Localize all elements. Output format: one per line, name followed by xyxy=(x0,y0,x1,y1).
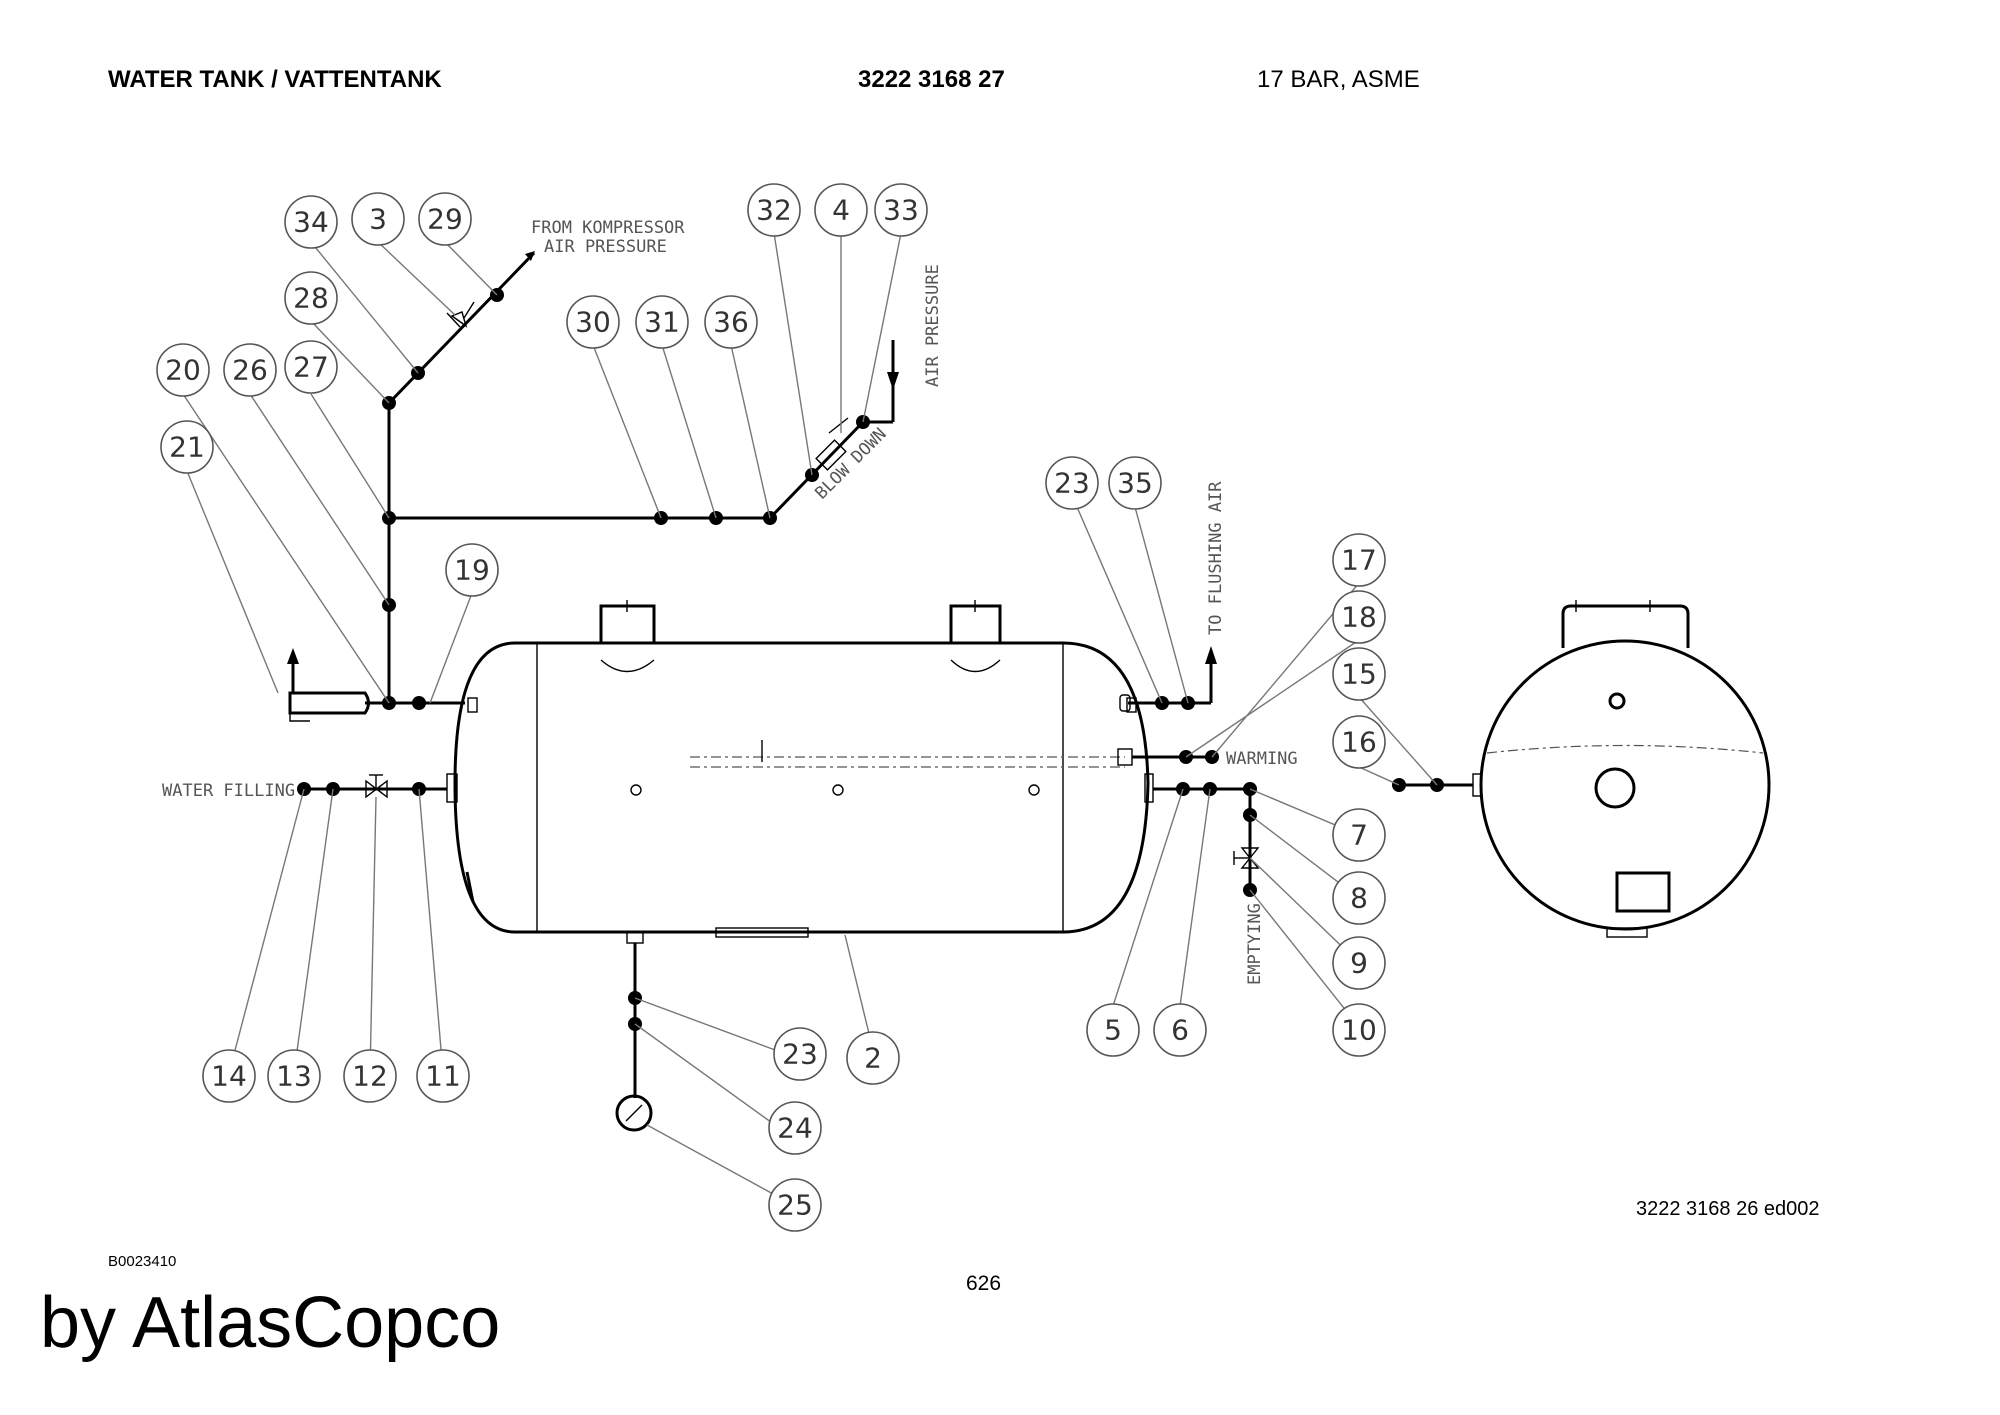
callout-17: 17 xyxy=(1332,533,1386,587)
svg-text:16: 16 xyxy=(1341,726,1377,759)
callout-6: 6 xyxy=(1153,1003,1207,1057)
svg-text:26: 26 xyxy=(232,354,268,387)
label-emptying: EMPTYING xyxy=(1245,903,1265,985)
callout-20: 20 xyxy=(156,343,210,397)
callout-7: 7 xyxy=(1332,808,1386,862)
callout-10: 10 xyxy=(1332,1003,1386,1057)
piping xyxy=(287,251,1473,1132)
svg-text:25: 25 xyxy=(777,1189,813,1222)
callout-19: 19 xyxy=(445,543,499,597)
svg-text:7: 7 xyxy=(1350,819,1368,852)
callout-30: 30 xyxy=(566,295,620,349)
svg-text:20: 20 xyxy=(165,354,201,387)
svg-text:29: 29 xyxy=(427,203,463,236)
svg-text:6: 6 xyxy=(1171,1014,1189,1047)
svg-text:28: 28 xyxy=(293,282,329,315)
callout-11: 11 xyxy=(416,1049,470,1103)
svg-text:5: 5 xyxy=(1104,1014,1122,1047)
svg-text:2: 2 xyxy=(864,1042,882,1075)
callout-12: 12 xyxy=(343,1049,397,1103)
svg-text:27: 27 xyxy=(293,351,329,384)
callout-31: 31 xyxy=(635,295,689,349)
callout-2: 2 xyxy=(846,1031,900,1085)
svg-text:32: 32 xyxy=(756,194,792,227)
svg-text:18: 18 xyxy=(1341,601,1377,634)
callout-25: 25 xyxy=(768,1178,822,1232)
callout-29: 29 xyxy=(418,192,472,246)
label-from-compressor: FROM KOMPRESSOR xyxy=(531,218,685,238)
svg-text:12: 12 xyxy=(352,1060,388,1093)
callout-32: 32 xyxy=(747,183,801,237)
label-air-pressure: AIR PRESSURE xyxy=(923,264,943,387)
svg-text:11: 11 xyxy=(425,1060,461,1093)
page-number: 626 xyxy=(966,1272,1002,1295)
callout-15: 15 xyxy=(1332,647,1386,701)
callout-23-top: 23 xyxy=(1045,456,1099,510)
junction-dots xyxy=(297,288,1444,1031)
label-to-flushing-air: TO FLUSHING AIR xyxy=(1206,481,1226,635)
callout-36: 36 xyxy=(704,295,758,349)
svg-text:23: 23 xyxy=(1054,467,1090,500)
main-tank xyxy=(446,600,1154,944)
svg-text:33: 33 xyxy=(883,194,919,227)
part-number: 3222 3168 27 xyxy=(858,66,1005,93)
drawing-number: B0023410 xyxy=(108,1253,177,1270)
label-warming: WARMING xyxy=(1226,749,1298,769)
callout-34: 34 xyxy=(284,195,338,249)
pressure-spec: 17 BAR, ASME xyxy=(1257,66,1420,93)
callout-4: 4 xyxy=(814,183,868,237)
svg-text:31: 31 xyxy=(644,306,680,339)
svg-text:10: 10 xyxy=(1341,1014,1377,1047)
callout-14: 14 xyxy=(202,1049,256,1103)
svg-text:9: 9 xyxy=(1350,947,1368,980)
document-reference: 3222 3168 26 ed002 xyxy=(1636,1198,1820,1220)
tank-end-view xyxy=(1472,600,1771,938)
brand-watermark: by AtlasCopco xyxy=(40,1283,501,1363)
svg-text:14: 14 xyxy=(211,1060,247,1093)
callout-35: 35 xyxy=(1108,456,1162,510)
svg-text:30: 30 xyxy=(575,306,611,339)
callout-27: 27 xyxy=(284,340,338,394)
svg-text:35: 35 xyxy=(1117,467,1153,500)
callout-24: 24 xyxy=(768,1101,822,1155)
callout-18: 18 xyxy=(1332,590,1386,644)
svg-text:19: 19 xyxy=(454,554,490,587)
label-air-pressure-in: AIR PRESSURE xyxy=(544,237,667,257)
svg-text:8: 8 xyxy=(1350,882,1368,915)
callout-9: 9 xyxy=(1332,936,1386,990)
callout-21: 21 xyxy=(160,420,214,474)
svg-text:13: 13 xyxy=(276,1060,312,1093)
callout-13: 13 xyxy=(267,1049,321,1103)
svg-text:17: 17 xyxy=(1341,544,1377,577)
svg-text:15: 15 xyxy=(1341,658,1377,691)
callout-3: 3 xyxy=(351,192,405,246)
svg-text:21: 21 xyxy=(169,431,205,464)
diagram-title: WATER TANK / VATTENTANK xyxy=(108,66,442,93)
svg-text:4: 4 xyxy=(832,194,850,227)
svg-text:34: 34 xyxy=(293,206,329,239)
callout-5: 5 xyxy=(1086,1003,1140,1057)
callouts: 34 3 29 28 20 26 27 21 30 31 36 32 4 33 … xyxy=(156,183,1386,1232)
callout-16: 16 xyxy=(1332,715,1386,769)
svg-text:24: 24 xyxy=(777,1112,813,1145)
svg-text:36: 36 xyxy=(713,306,749,339)
callout-8: 8 xyxy=(1332,871,1386,925)
svg-text:3: 3 xyxy=(369,203,387,236)
callout-23-bottom: 23 xyxy=(773,1027,827,1081)
callout-33: 33 xyxy=(874,183,928,237)
svg-text:23: 23 xyxy=(782,1038,818,1071)
callout-26: 26 xyxy=(223,343,277,397)
callout-28: 28 xyxy=(284,271,338,325)
label-water-filling: WATER FILLING xyxy=(162,781,295,801)
